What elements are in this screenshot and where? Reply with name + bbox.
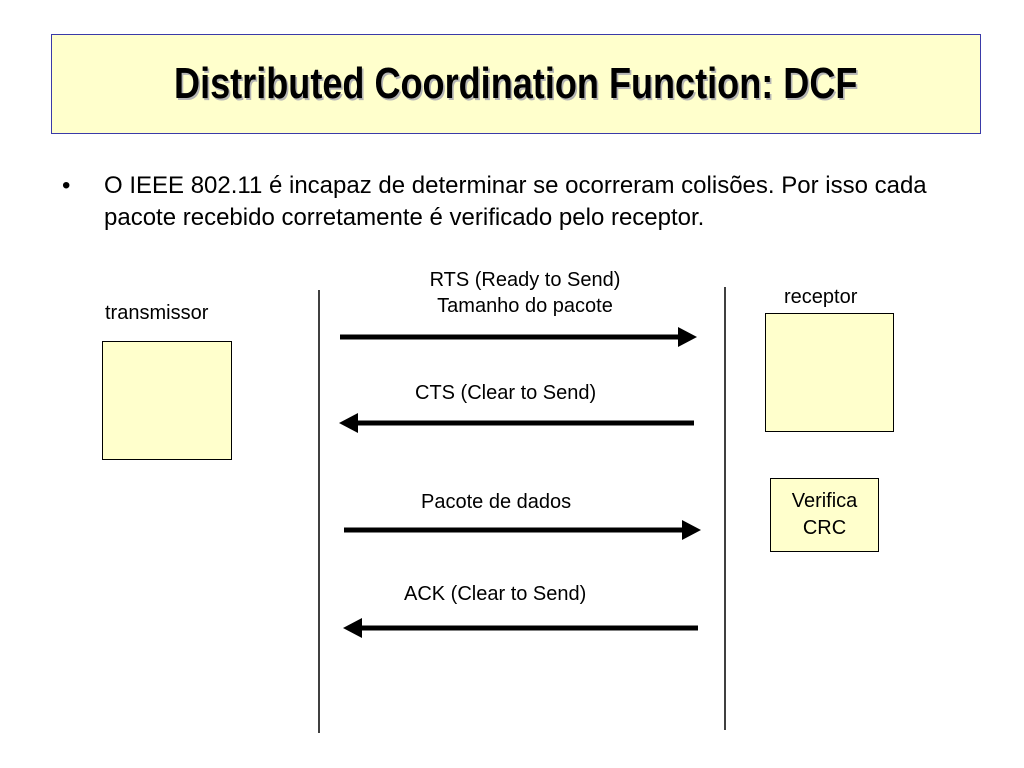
rts-label-line-1: RTS (Ready to Send): [429, 269, 621, 291]
data-packet-arrow: [344, 520, 701, 540]
transmitter-box: [102, 341, 232, 460]
title-banner: Distributed Coordination Function: DCF: [51, 34, 981, 134]
crc-line-1: Verifica: [791, 490, 858, 512]
crc-line-2: CRC: [802, 517, 847, 539]
rts-arrow: [340, 327, 697, 347]
slide-title: Distributed Coordination Function: DCF: [174, 59, 858, 108]
cts-label: CTS (Clear to Send): [415, 382, 597, 404]
crc-check-box: Verifica CRC: [770, 478, 879, 552]
receiver-box: [765, 313, 894, 432]
receiver-label: receptor: [784, 286, 858, 308]
rts-label: RTS (Ready to Send) Tamanho do pacote: [380, 267, 670, 319]
rts-label-line-2: Tamanho do pacote: [437, 295, 613, 317]
ack-label: ACK (Clear to Send): [404, 583, 587, 605]
ack-arrow: [343, 618, 698, 638]
data-packet-label: Pacote de dados: [421, 491, 572, 513]
bullet-marker: •: [62, 172, 71, 199]
cts-arrow: [339, 413, 694, 433]
transmitter-label: transmissor: [105, 302, 209, 324]
bullet-text: O IEEE 802.11 é incapaz de determinar se…: [104, 172, 927, 231]
